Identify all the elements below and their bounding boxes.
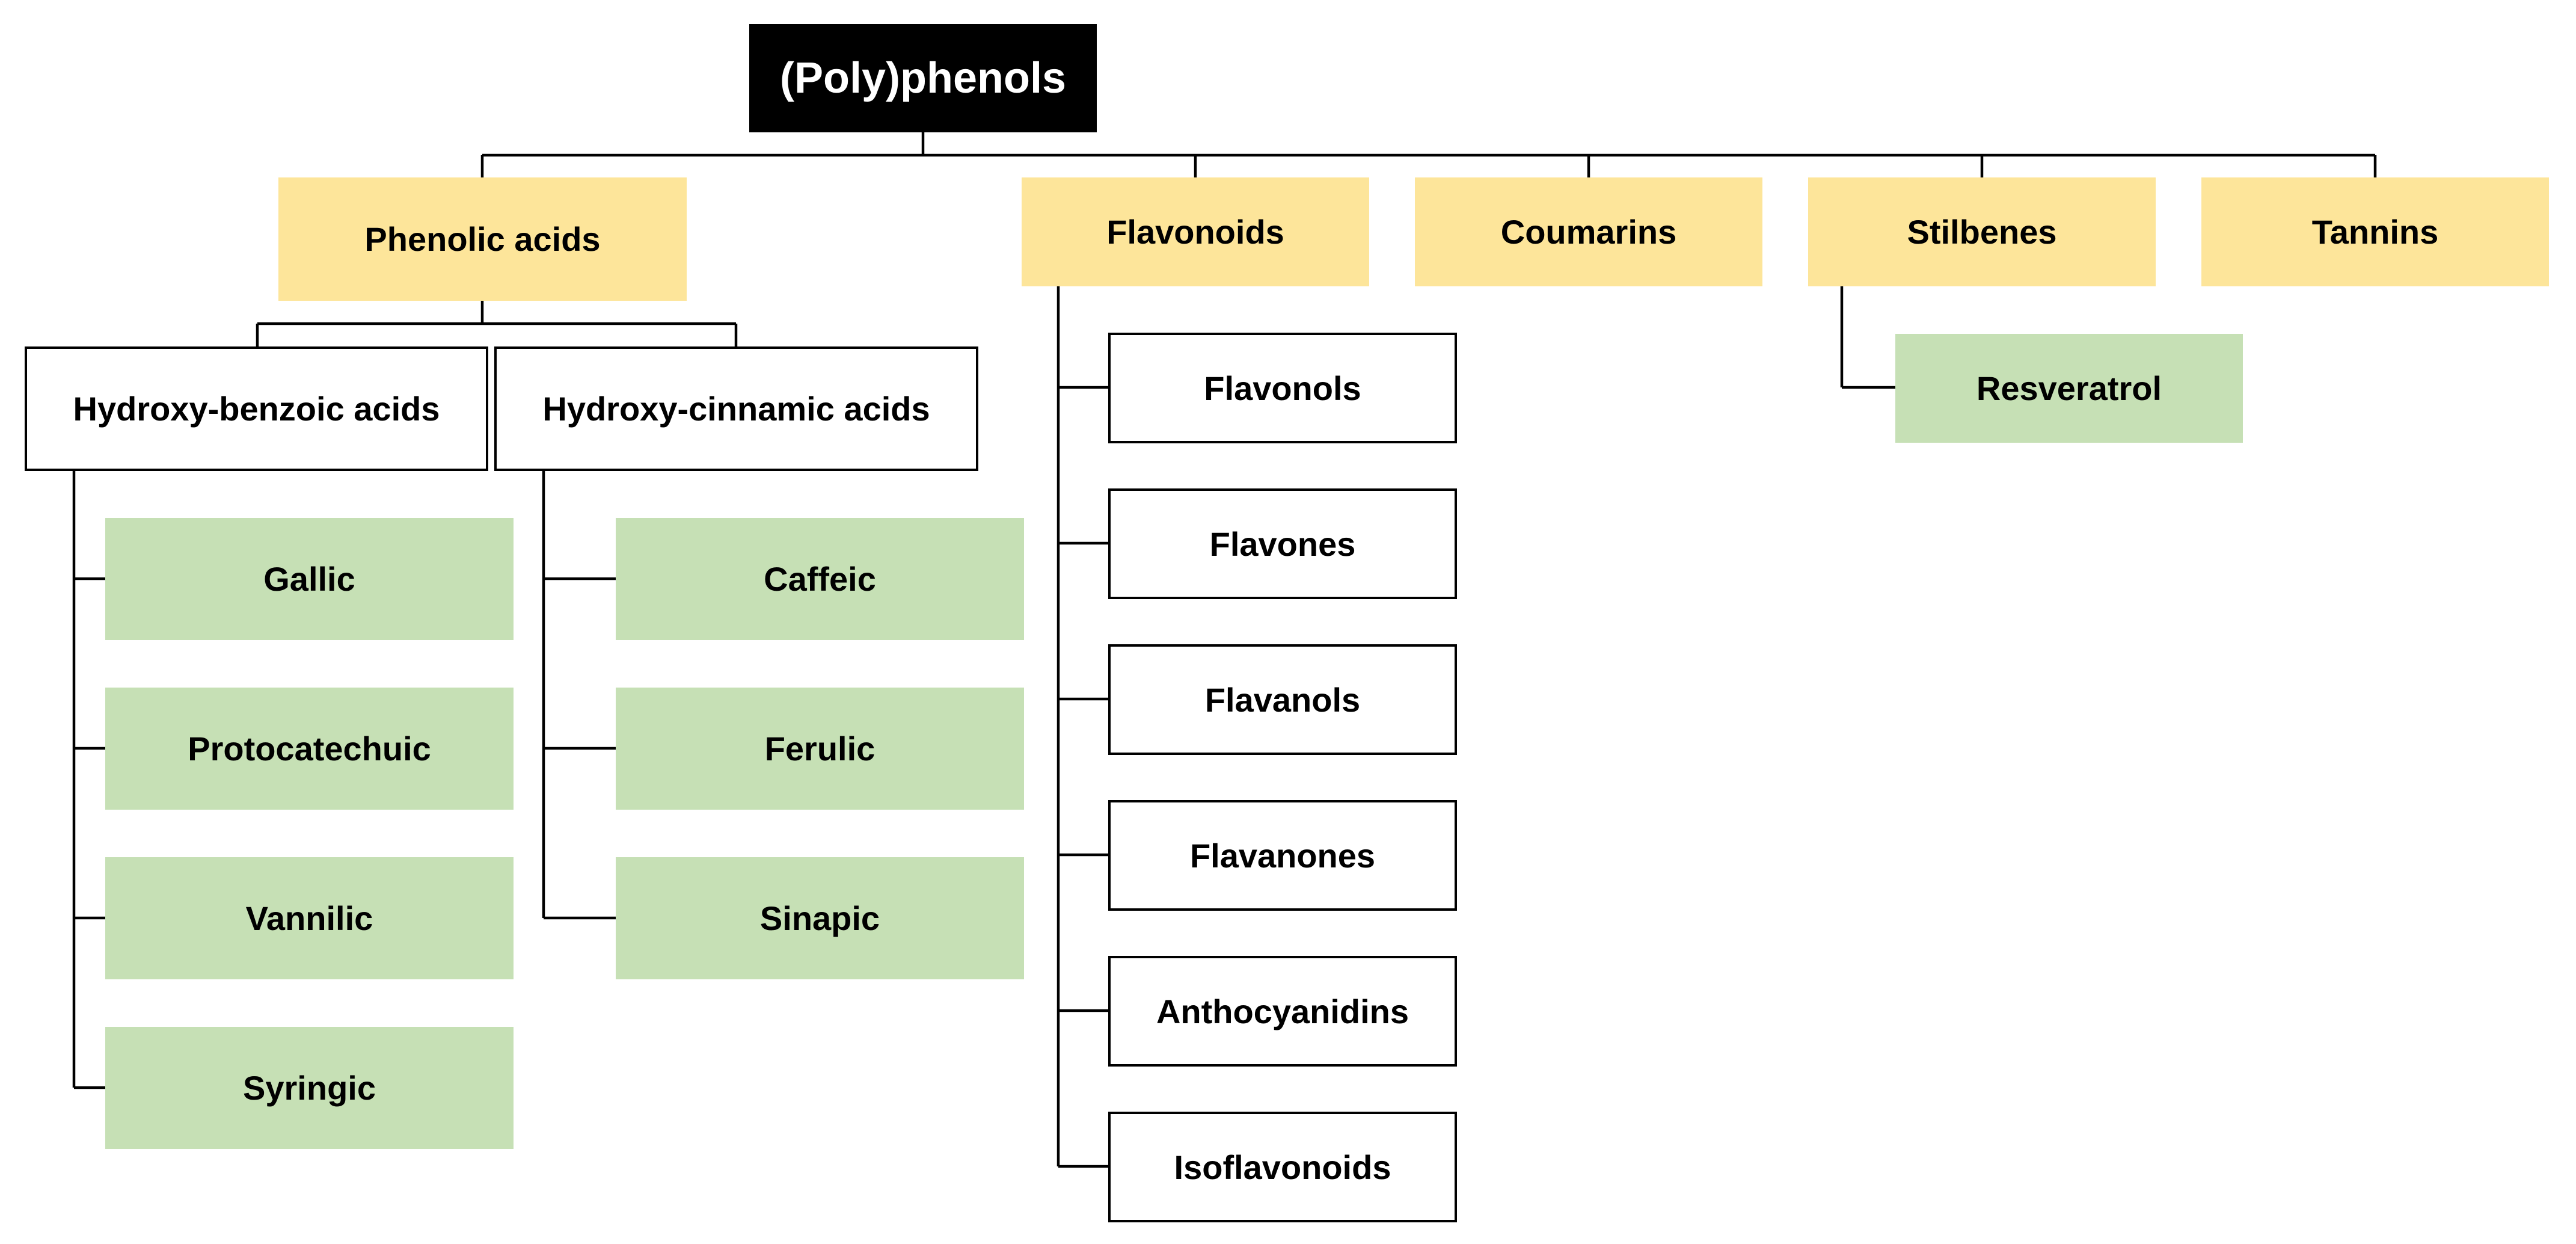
category-phenolic-acids: Phenolic acids	[278, 177, 687, 301]
subclass-isoflavonoids: Isoflavonoids	[1108, 1112, 1457, 1222]
compound-ferulic: Ferulic	[616, 688, 1024, 810]
subclass-hydroxycinnamic-acids: Hydroxy-cinnamic acids	[494, 346, 978, 471]
subclass-flavanols: Flavanols	[1108, 644, 1457, 755]
compound-sinapic: Sinapic	[616, 857, 1024, 979]
root-node: (Poly)phenols	[749, 24, 1097, 132]
compound-protocatechuic: Protocatechuic	[105, 688, 514, 810]
compound-vannilic: Vannilic	[105, 857, 514, 979]
compound-resveratrol: Resveratrol	[1895, 334, 2243, 443]
subclass-flavanones: Flavanones	[1108, 800, 1457, 911]
category-flavonoids: Flavonoids	[1022, 177, 1369, 286]
subclass-hydroxybenzoic-acids: Hydroxy-benzoic acids	[25, 346, 488, 471]
category-stilbenes: Stilbenes	[1808, 177, 2156, 286]
compound-syringic: Syringic	[105, 1027, 514, 1149]
category-tannins: Tannins	[2201, 177, 2549, 286]
compound-gallic: Gallic	[105, 518, 514, 640]
subclass-flavones: Flavones	[1108, 488, 1457, 599]
compound-caffeic: Caffeic	[616, 518, 1024, 640]
subclass-anthocyanidins: Anthocyanidins	[1108, 956, 1457, 1067]
category-coumarins: Coumarins	[1415, 177, 1762, 286]
subclass-flavonols: Flavonols	[1108, 333, 1457, 443]
